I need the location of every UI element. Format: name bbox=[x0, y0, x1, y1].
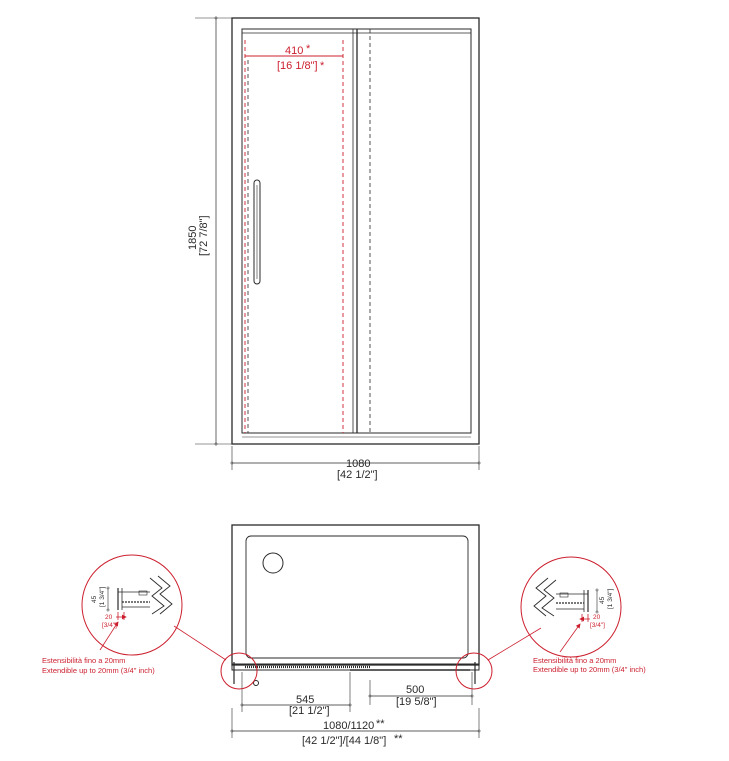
detail-right-profile-in: [1 3/4"] bbox=[607, 588, 614, 609]
door-width-in: [21 1/2"] bbox=[289, 705, 330, 717]
detail-left-extension-mm: 20 bbox=[105, 614, 113, 621]
detail-right-bubble bbox=[520, 556, 622, 658]
overall-width-in: [42 1/2"]/[44 1/8"] bbox=[302, 735, 386, 747]
fixed-width-in: [19 5/8"] bbox=[396, 696, 437, 708]
detail-left-profile-mm: 45 bbox=[91, 595, 98, 603]
detail-right-extension-in: [3/4"] bbox=[590, 622, 605, 629]
opening-in-asterisk: * bbox=[320, 60, 325, 72]
overall-width-mm-asterisk: ** bbox=[376, 718, 385, 730]
overall-width-in-asterisk: ** bbox=[394, 733, 403, 745]
opening-in: [16 1/8"] bbox=[277, 60, 318, 72]
detail-left-note-en: Extendible up to 20mm (3/4" inch) bbox=[42, 666, 155, 675]
detail-marker-right bbox=[455, 652, 493, 690]
width-mm: 1080 bbox=[346, 458, 370, 470]
overall-width-mm: 1080/1120 bbox=[323, 720, 374, 732]
height-in: [72 7/8"] bbox=[198, 215, 210, 256]
shower-tray-inner bbox=[245, 535, 469, 659]
width-in: [42 1/2"] bbox=[337, 469, 378, 481]
plan-view: 545 [21 1/2"] 500 [19 5/8"] 1080/1120 **… bbox=[173, 524, 542, 747]
detail-right-profile-mm: 45 bbox=[599, 596, 606, 604]
door-handle bbox=[253, 179, 261, 285]
shower-tray-outer bbox=[231, 524, 480, 666]
detail-left-bubble bbox=[81, 554, 183, 656]
detail-left: 45 [1 3/4"] 20 [3/4"] Estensibilità fino… bbox=[42, 554, 183, 675]
fixed-width-mm: 500 bbox=[406, 684, 424, 696]
detail-marker-left bbox=[220, 652, 258, 690]
drain-icon bbox=[262, 552, 284, 574]
height-mm: 1850 bbox=[187, 226, 199, 250]
detail-left-extension-in: [3/4"] bbox=[102, 622, 117, 629]
front-outer-frame bbox=[231, 17, 480, 445]
detail-right-note-it: Estensibilità fino a 20mm bbox=[533, 656, 616, 665]
detail-left-profile-in: [1 3/4"] bbox=[99, 586, 106, 607]
detail-right-note-en: Extendible up to 20mm (3/4" inch) bbox=[533, 665, 646, 674]
opening-mm: 410 bbox=[285, 45, 303, 57]
detail-right: 45 [1 3/4"] 20 [3/4"] Estensibilità fino… bbox=[520, 556, 646, 674]
opening-asterisk: * bbox=[306, 43, 311, 55]
door-width-mm: 545 bbox=[296, 694, 314, 706]
detail-right-extension-mm: 20 bbox=[593, 614, 601, 621]
front-view: 410 * [16 1/8"] * 1850 [72 7/8"] 1080 [4… bbox=[187, 15, 482, 481]
detail-left-note-it: Estensibilità fino a 20mm bbox=[42, 656, 125, 665]
